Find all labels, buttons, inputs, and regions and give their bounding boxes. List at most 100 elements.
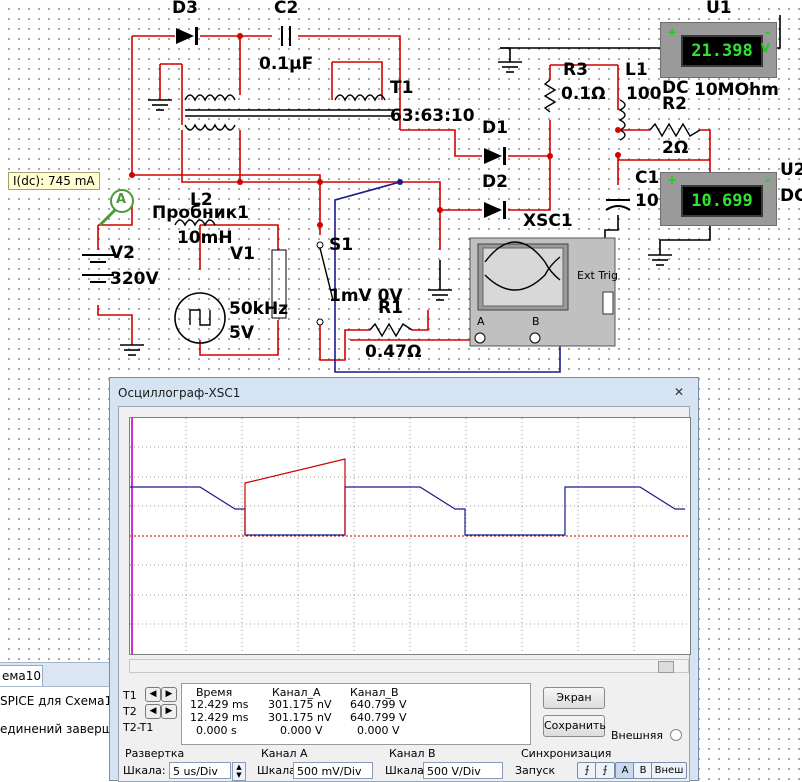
- u1-label: U1: [706, 0, 732, 18]
- d2-label: D2: [482, 172, 508, 192]
- trigger-falling-edge-icon[interactable]: ⨍: [595, 762, 615, 779]
- v1-amplitude: 5V: [229, 323, 254, 343]
- t1-right-arrow-icon[interactable]: ▶: [161, 687, 177, 702]
- oscilloscope-panel: T1 T2 T2-T1 ◀ ▶ ◀ ▶ Время Канал_A Канал_…: [118, 406, 691, 782]
- table-cell: 12.429 ms: [190, 711, 249, 724]
- t1-left-arrow-icon[interactable]: ◀: [145, 687, 161, 702]
- scope-channel-b-label: B: [532, 315, 540, 328]
- r3-label: R3: [563, 60, 588, 80]
- channel-a-section-label: Канал A: [261, 747, 308, 760]
- output-log-pane: SPICE для Схема10 - единений завершен: [0, 686, 128, 782]
- l1-label: L1: [625, 60, 648, 80]
- table-cell: 0.000 V: [280, 724, 323, 737]
- r2-value: 2Ω: [662, 138, 689, 158]
- window-title: Осциллограф-XSC1: [118, 386, 241, 400]
- probe-current-readout: I(dc): 745 mA: [8, 172, 100, 190]
- timebase-scale-label: Шкала:: [123, 764, 166, 777]
- r1-label: R1: [378, 298, 403, 318]
- log-line: SPICE для Схема10 -: [0, 694, 128, 708]
- probe-a-icon[interactable]: A: [116, 192, 127, 207]
- s1-label: S1: [329, 235, 354, 255]
- u1-dc-label: DC: [662, 78, 689, 98]
- col-header-channel-a: Канал_A: [272, 686, 321, 699]
- external-label: Внешняя: [611, 729, 663, 742]
- u2-minus-terminal: -: [765, 173, 770, 187]
- table-cell: 640.799 V: [350, 711, 407, 724]
- trigger-source-b-button[interactable]: B: [633, 762, 653, 779]
- c1-value: 10: [635, 191, 659, 211]
- trigger-source-ext-button[interactable]: Внеш: [651, 762, 687, 779]
- u1-minus-terminal: -: [765, 25, 770, 39]
- screen-button[interactable]: Экран: [543, 687, 605, 709]
- r1-value: 0.47Ω: [365, 342, 422, 362]
- col-header-time: Время: [196, 686, 233, 699]
- d1-label: D1: [482, 118, 508, 138]
- timebase-scale-field[interactable]: 5 us/Div: [169, 762, 231, 779]
- row-label-t1: T1: [123, 689, 137, 702]
- trigger-start-label: Запуск: [515, 764, 556, 777]
- table-cell: 301.175 nV: [268, 711, 332, 724]
- u2-dc-label: DC: [780, 186, 802, 206]
- scrollbar-thumb[interactable]: [658, 661, 674, 673]
- v1-label: V1: [230, 244, 255, 264]
- col-header-channel-b: Канал_B: [350, 686, 399, 699]
- r3-value: 0.1Ω: [561, 84, 606, 104]
- channel-b-scale-label: Шкала: [385, 764, 424, 777]
- l2-label: L2: [190, 190, 213, 210]
- channel-b-section-label: Канал B: [389, 747, 436, 760]
- design-tab-strip: ема10 *: [0, 662, 112, 703]
- external-radio[interactable]: [670, 729, 682, 741]
- t2-left-arrow-icon[interactable]: ◀: [145, 704, 161, 719]
- v2-value: 320V: [110, 269, 159, 289]
- trigger-section-label: Синхронизация: [521, 747, 612, 760]
- u1-unit: V: [760, 41, 770, 55]
- table-cell: 0.000 s: [196, 724, 237, 737]
- table-cell: 640.799 V: [350, 698, 407, 711]
- trigger-rising-edge-icon[interactable]: ⨍: [577, 762, 597, 779]
- t1-ratio: 63:63:10: [390, 106, 475, 126]
- t1-label: T1: [390, 78, 414, 98]
- l2-value: 10mH: [177, 228, 233, 248]
- close-button[interactable]: ✕: [673, 385, 685, 399]
- save-button[interactable]: Сохранить: [543, 715, 606, 737]
- xsc1-label: XSC1: [523, 211, 573, 231]
- v1-frequency: 50kHz: [229, 299, 289, 319]
- ext-trig-label: Ext Trig: [577, 269, 618, 282]
- c2-value: 0.1µF: [259, 54, 314, 74]
- scope-plot: [130, 418, 690, 654]
- u1-plus-terminal: +: [667, 25, 678, 39]
- l1-value: 100: [626, 84, 662, 104]
- r2-label: R2: [662, 94, 687, 114]
- oscilloscope-window[interactable]: Осциллограф-XSC1 ✕: [109, 377, 699, 782]
- channel-a-scale-label: Шкала: [257, 764, 296, 777]
- v2-label: V2: [110, 243, 135, 263]
- timebase-section-label: Развертка: [125, 747, 185, 760]
- row-label-t2: T2: [123, 705, 137, 718]
- log-line: единений завершен: [0, 722, 128, 736]
- channel-b-scale-field[interactable]: 500 V/Div: [423, 762, 503, 779]
- u1-resistance: 10MOhm: [694, 80, 779, 100]
- scope-channel-a-label: A: [477, 315, 485, 328]
- trigger-source-a-button[interactable]: A: [615, 762, 635, 779]
- channel-a-scale-field[interactable]: 500 mV/Div: [293, 762, 373, 779]
- u2-label: U2: [780, 160, 802, 180]
- probe-name: Пробник1: [152, 203, 249, 223]
- c2-label: C2: [274, 0, 299, 18]
- measurement-table: Время Канал_A Канал_B 12.429 ms 301.175 …: [181, 683, 531, 745]
- u2-reading: 10.699: [681, 185, 763, 217]
- row-label-t2t1: T2-T1: [123, 721, 154, 734]
- table-cell: 301.175 nV: [268, 698, 332, 711]
- s1-value: 1mV 0V: [329, 286, 403, 306]
- table-cell: 12.429 ms: [190, 698, 249, 711]
- c1-label: C1: [635, 168, 660, 188]
- voltmeter-u2[interactable]: 10.699 + -: [660, 172, 777, 226]
- u2-plus-terminal: +: [667, 173, 678, 187]
- scope-screen[interactable]: [129, 417, 691, 655]
- table-cell: 0.000 V: [357, 724, 400, 737]
- tab-schema10[interactable]: ема10 *: [0, 665, 43, 703]
- t2-right-arrow-icon[interactable]: ▶: [161, 704, 177, 719]
- voltmeter-u1[interactable]: 21.398 + - V: [660, 22, 777, 78]
- scope-horizontal-scrollbar[interactable]: [129, 659, 689, 673]
- timebase-spinner-icon[interactable]: ▲▼: [232, 762, 246, 781]
